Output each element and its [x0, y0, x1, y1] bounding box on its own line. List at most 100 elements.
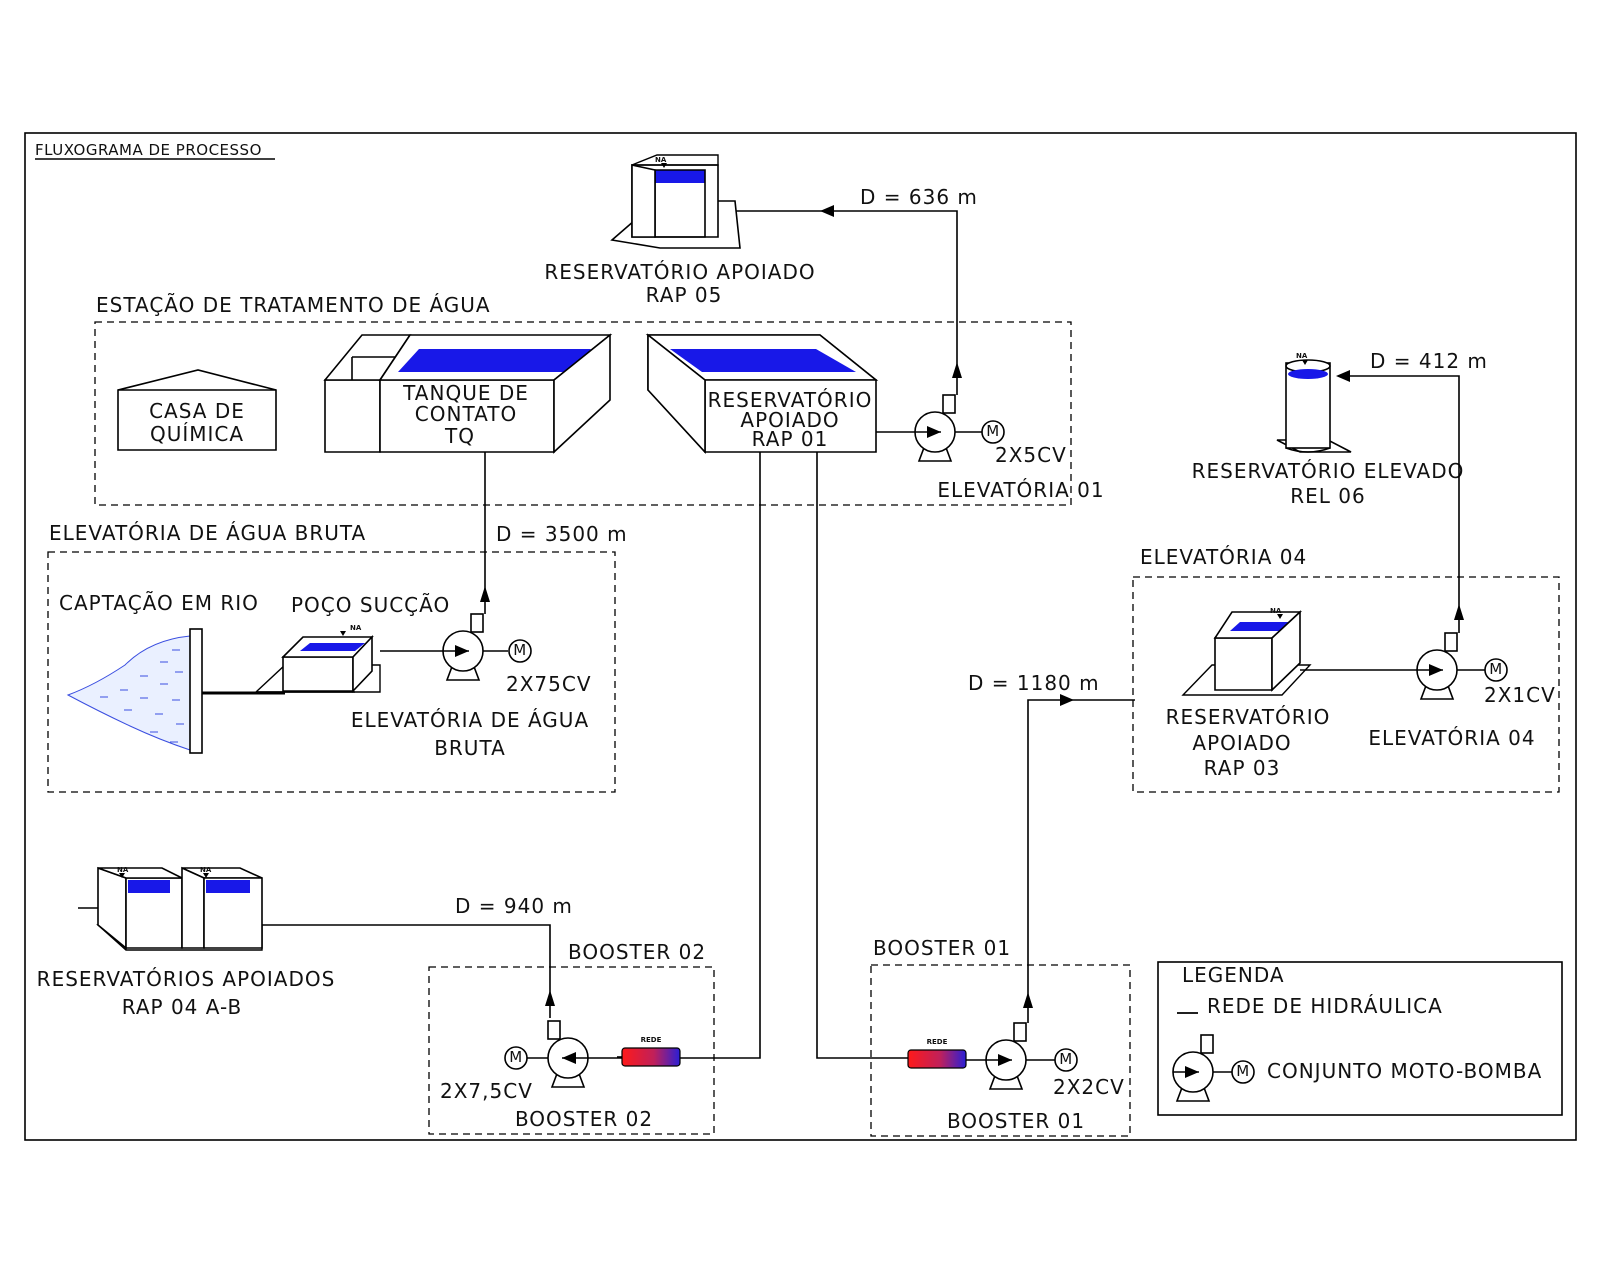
pipe-rap01-to-booster01: [816, 452, 908, 1059]
tanque-de-contato: TANQUE DE CONTATO TQ: [323, 333, 613, 454]
elev04-motor-letter: M: [1489, 660, 1502, 678]
casa-de-quimica-label-2: QUÍMICA: [150, 422, 244, 446]
elev04-name: ELEVATÓRIA 04: [1368, 726, 1535, 750]
captacao-label: CAPTAÇÃO EM RIO: [59, 591, 259, 615]
rap01-label-1: RESERVATÓRIO: [708, 388, 873, 412]
booster02-box-label: BOOSTER 02: [568, 940, 706, 964]
elev01-motor-letter: M: [986, 422, 999, 440]
rap03-label-3: RAP 03: [1204, 756, 1281, 780]
arrow-up-elev04: [1454, 604, 1464, 620]
legend-pump-label: CONJUNTO MOTO-BOMBA: [1267, 1059, 1542, 1083]
rap03-na: NA: [1270, 607, 1282, 615]
rap03-label-1: RESERVATÓRIO: [1166, 705, 1331, 729]
rap04-label-2: RAP 04 A-B: [122, 995, 242, 1019]
rap04a-na: NA: [117, 866, 129, 874]
elev04-boundary: [1132, 576, 1560, 793]
pipe-rap01-to-booster02: [710, 452, 761, 1059]
rap-03-reservoir: NA: [1181, 607, 1312, 696]
booster02-rede-label: REDE: [641, 1036, 662, 1044]
eab-box-label: ELEVATÓRIA DE ÁGUA BRUTA: [49, 521, 366, 545]
eab-power: 2X75CV: [506, 672, 592, 696]
booster02-pump-icon: [547, 1020, 589, 1088]
arrow-up-eab: [480, 586, 490, 602]
river-intake: [66, 628, 203, 754]
d940-label: D = 940 m: [455, 894, 573, 918]
eab-motor-letter: M: [513, 641, 526, 659]
arrow-up-elev01: [952, 362, 962, 378]
poco-succao-tank: NA: [254, 624, 381, 694]
tq-label-3: TQ: [444, 424, 475, 448]
booster02-rede-filter: REDE: [617, 1036, 681, 1067]
rel06-label-1: RESERVATÓRIO ELEVADO: [1192, 459, 1465, 483]
eta-label: ESTAÇÃO DE TRATAMENTO DE ÁGUA: [96, 293, 491, 317]
tq-label-1: TANQUE DE: [402, 381, 529, 405]
elev04-box-label: ELEVATÓRIA 04: [1140, 545, 1307, 569]
poco-na: NA: [350, 624, 362, 632]
booster01-boundary: [870, 964, 1131, 1137]
booster01-box-label: BOOSTER 01: [873, 936, 1011, 960]
pipe-elev04-to-rel06: [1340, 375, 1460, 633]
pipe-booster01-to-rap03: [1027, 699, 1135, 1023]
pipe-elev01-to-rap05: [725, 210, 958, 395]
rap-04-reservoirs: NA NA: [78, 866, 263, 951]
pipe-booster02-to-rap04: [262, 924, 551, 1018]
eab-name-2: BRUTA: [434, 736, 506, 760]
diagram-frame: [24, 132, 1577, 1141]
rap04-label-1: RESERVATÓRIOS APOIADOS: [37, 967, 336, 991]
d3500-label: D = 3500 m: [496, 522, 628, 546]
rap05-na: NA: [655, 156, 667, 164]
poco-label: POÇO SUCÇÃO: [291, 593, 450, 617]
b02-motor-icon: [504, 1046, 528, 1070]
casa-de-quimica-building: CASA DE QUÍMICA: [117, 369, 277, 451]
elevatoria-01-pump-icon: [914, 394, 956, 462]
elev04-power: 2X1CV: [1484, 683, 1556, 707]
eab-motor-icon: [508, 639, 532, 663]
rap04b-na: NA: [200, 866, 212, 874]
arrow-right-rap03: [1060, 694, 1074, 706]
eab-pump-icon: [442, 613, 484, 681]
legend-pump-icon: [1172, 1034, 1214, 1102]
arrow-left-rel06: [1336, 370, 1350, 382]
rap-01-reservoir: RESERVATÓRIO APOIADO RAP 01: [645, 333, 879, 455]
eab-name-1: ELEVATÓRIA DE ÁGUA: [351, 708, 589, 732]
rap05-label-1: RESERVATÓRIO APOIADO: [544, 260, 815, 284]
legend-rede-label: REDE DE HIDRÁULICA: [1207, 994, 1443, 1018]
legend-box: [1157, 961, 1563, 1116]
arrow-left-rap05: [820, 205, 834, 217]
booster01-rede-label: REDE: [927, 1038, 948, 1046]
booster02-boundary: [428, 966, 715, 1135]
elev01-name: ELEVATÓRIA 01: [937, 478, 1104, 502]
legend-motor-icon: [1231, 1060, 1255, 1084]
elev01-motor-icon: [981, 420, 1005, 444]
tq-label-2: CONTATO: [415, 402, 517, 426]
d412-label: D = 412 m: [1370, 349, 1488, 373]
booster02-name: BOOSTER 02: [515, 1107, 653, 1131]
b01-motor-letter: M: [1059, 1050, 1072, 1068]
rap03-label-2: APOIADO: [1192, 731, 1291, 755]
booster01-name: BOOSTER 01: [947, 1109, 1085, 1133]
rap01-label-2: APOIADO: [740, 408, 839, 432]
b01-motor-icon: [1054, 1048, 1078, 1072]
d636-label: D = 636 m: [860, 185, 978, 209]
eta-boundary: [94, 321, 1072, 506]
elev04-pump-icon: [1416, 632, 1458, 700]
rel06-na: NA: [1296, 352, 1308, 360]
booster01-rede-filter: REDE: [907, 1038, 967, 1069]
elev04-motor-icon: [1484, 658, 1508, 682]
rap-05-reservoir: NA: [610, 154, 741, 249]
arrow-up-booster01: [1023, 992, 1033, 1008]
rap05-label-2: RAP 05: [646, 283, 723, 307]
poco-na-marker: [340, 631, 346, 636]
booster01-pump-icon: [985, 1022, 1027, 1090]
b02-motor-letter: M: [509, 1048, 522, 1066]
diagram-title: FLUXOGRAMA DE PROCESSO: [35, 141, 262, 159]
casa-de-quimica-label-1: CASA DE: [149, 399, 245, 423]
d1180-label: D = 1180 m: [968, 671, 1100, 695]
rap01-label-3: RAP 01: [752, 427, 829, 451]
rel06-label-2: REL 06: [1290, 484, 1365, 508]
rel-06-elevated-tank: NA: [1276, 352, 1352, 453]
arrow-up-booster02: [545, 990, 555, 1006]
booster02-power: 2X7,5CV: [440, 1079, 533, 1103]
eab-boundary: [47, 551, 616, 793]
